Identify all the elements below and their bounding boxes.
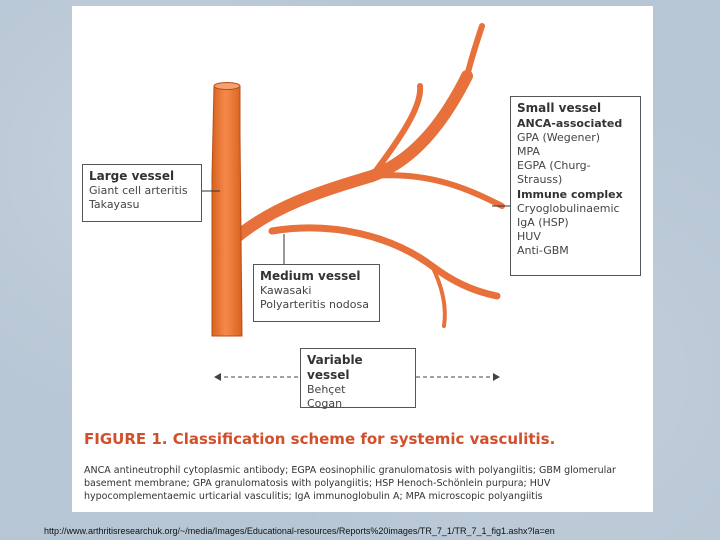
variable-vessel-box: Variable vessel Behçet Cogan — [300, 348, 416, 410]
small-vessel-box: Small vessel ANCA-associated GPA (Wegene… — [510, 96, 641, 276]
medium-vessel-box: Medium vessel Kawasaki Polyarteritis nod… — [253, 264, 380, 322]
large-vessel-item: Giant cell arteritis — [89, 184, 188, 197]
anca-item: EGPA (Churg-Strauss) — [517, 159, 591, 186]
large-vessel-box: Large vessel Giant cell arteritis Takaya… — [82, 164, 202, 222]
figure-title-prefix: FIGURE 1. — [84, 430, 168, 448]
large-vessel-item: Takayasu — [89, 198, 140, 211]
variable-vessel-heading: Variable vessel — [307, 353, 363, 382]
figure-caption: ANCA antineutrophil cytoplasmic antibody… — [84, 465, 616, 502]
figure-panel: Large vessel Giant cell arteritis Takaya… — [72, 6, 653, 512]
large-vessel-heading: Large vessel — [89, 169, 175, 183]
medium-vessel-item: Polyarteritis nodosa — [260, 298, 369, 311]
source-url[interactable]: http://www.arthritisresearchuk.org/~/med… — [44, 526, 555, 536]
immune-item: Anti-GBM — [517, 244, 569, 257]
aorta-trunk — [211, 82, 243, 337]
immune-item: HUV — [517, 230, 541, 243]
immune-item: IgA (HSP) — [517, 216, 569, 229]
arrow-right-icon — [493, 373, 500, 381]
vessel-diagram — [200, 23, 510, 381]
small-vessel-heading: Small vessel — [517, 101, 602, 115]
anca-associated-heading: ANCA-associated — [517, 117, 623, 130]
anca-item: GPA (Wegener) — [517, 131, 601, 144]
medium-vessel-item: Kawasaki — [260, 284, 312, 297]
immune-complex-heading: Immune complex — [517, 188, 623, 201]
medium-vessel-heading: Medium vessel — [260, 269, 361, 283]
figure-title-text: Classification scheme for systemic vascu… — [172, 430, 556, 448]
variable-vessel-item: Cogan — [307, 397, 343, 410]
variable-vessel-item: Behçet — [307, 383, 346, 396]
immune-item: Cryoglobulinaemic — [517, 202, 620, 215]
vessel-branches — [226, 23, 505, 328]
anca-item: MPA — [517, 145, 540, 158]
arrow-left-icon — [214, 373, 221, 381]
figure-title: FIGURE 1. Classification scheme for syst… — [84, 430, 644, 448]
